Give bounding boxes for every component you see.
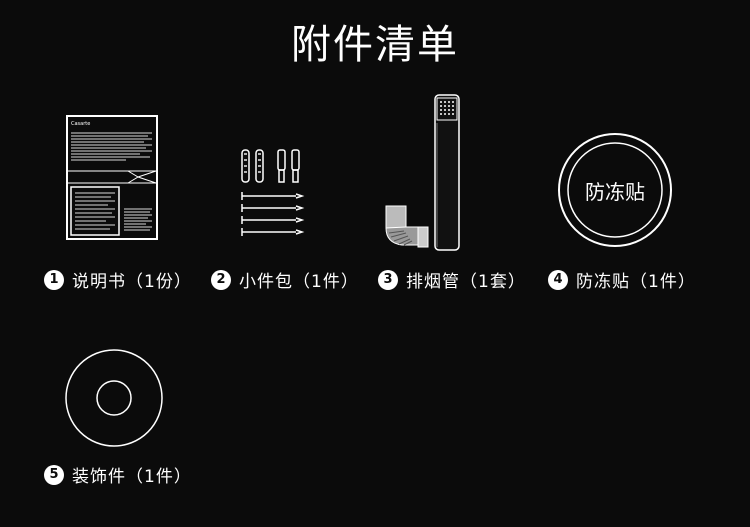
item-name: 说明书: [72, 272, 126, 292]
manual-brand-text: Casarte: [71, 121, 90, 127]
exhaust-pipe-icon: [385, 94, 460, 251]
item-name: 防冻贴: [576, 272, 630, 292]
caption-antifreeze-sticker: 4 防冻贴 （1件）: [548, 267, 696, 292]
item-number-badge: 5: [44, 464, 64, 485]
item-number-badge: 3: [378, 269, 398, 290]
item-number-badge: 2: [211, 269, 231, 290]
item-quantity: （1件）: [293, 272, 359, 292]
caption-manual: 1 说明书 （1份）: [44, 267, 192, 292]
screw-pack-icon: [241, 149, 305, 236]
caption-decorative-ring: 5 装饰件 （1件）: [44, 462, 192, 487]
manual-icon: Casarte: [66, 115, 158, 240]
item-number-badge: 1: [44, 269, 64, 290]
item-quantity: （1件）: [630, 272, 696, 292]
item-quantity: （1套）: [460, 272, 526, 292]
antifreeze-sticker-icon: 防冻贴: [557, 132, 673, 248]
page-title: 附件清单: [291, 22, 459, 68]
item-name: 排烟管: [406, 272, 460, 292]
item-name: 装饰件: [72, 467, 126, 487]
caption-screw-pack: 2 小件包 （1件）: [211, 267, 359, 292]
caption-exhaust-pipe: 3 排烟管 （1套）: [378, 267, 526, 292]
decorative-ring-icon: [65, 349, 163, 447]
item-quantity: （1件）: [126, 467, 192, 487]
item-quantity: （1份）: [126, 272, 192, 292]
sticker-label: 防冻贴: [585, 180, 645, 204]
item-name: 小件包: [239, 272, 293, 292]
item-number-badge: 4: [548, 269, 568, 290]
